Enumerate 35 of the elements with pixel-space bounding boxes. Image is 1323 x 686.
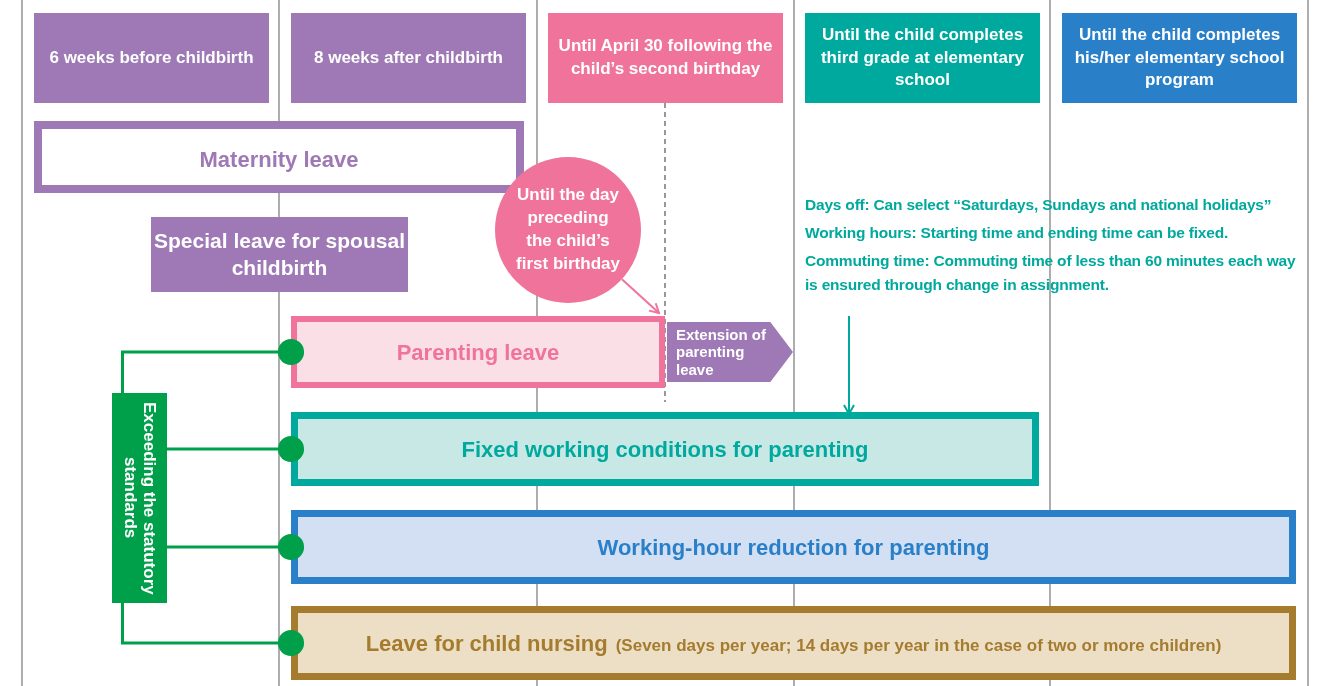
period-header: [34, 13, 269, 103]
period-bar: [291, 510, 1296, 584]
arrow: [843, 315, 855, 415]
bar-label: Leave for child nursing: [365, 631, 608, 657]
period-header: [548, 13, 783, 103]
period-bar: [291, 316, 665, 388]
standards-label: Exceeding the statutory standards: [119, 400, 160, 597]
bar-label: Fixed working conditions for parenting: [461, 437, 869, 463]
header-text: 6 weeks before childbirth: [49, 46, 254, 69]
note-text: Days off: Can select “Saturdays, Sundays and national holidays”: [805, 195, 1272, 215]
header-text: Until the child completes his/her elementary school program: [1073, 23, 1286, 92]
period-header: [805, 13, 1040, 103]
arrow: [620, 278, 660, 314]
bar-label: Parenting leave: [396, 340, 560, 366]
connector-line: [121, 338, 305, 393]
standards-box: [112, 393, 167, 603]
period-bar: [291, 412, 1039, 486]
bar-label: Working-hour reduction for parenting: [597, 535, 990, 561]
callout-text: Until the day preceding the child’s first birthday: [515, 184, 621, 275]
note-text: Working hours: Starting time and ending time can be fixed.: [805, 223, 1229, 243]
connector-line: [121, 603, 305, 657]
connector-line: [167, 435, 305, 463]
leave-box: [151, 217, 408, 292]
note-text: Commuting time: Commuting time of less than 60 minutes each way is ensured through change in assignment.: [805, 251, 1297, 296]
bar-label: Maternity leave: [199, 147, 359, 173]
header-text: Until the child completes third grade at elementary school: [819, 23, 1026, 92]
period-bar: [291, 606, 1296, 680]
period-header: [291, 13, 526, 103]
header-text: 8 weeks after childbirth: [314, 46, 503, 69]
period-header: [1062, 13, 1297, 103]
header-text: Until April 30 following the child’s second birthday: [557, 35, 774, 80]
bar-note: (Seven days per year; 14 days per year in the case of two or more children): [615, 636, 1222, 656]
connector-line: [167, 533, 305, 561]
extension-label: Extension of parenting leave: [676, 326, 767, 378]
box-label: Special leave for spousal childbirth: [153, 228, 406, 281]
